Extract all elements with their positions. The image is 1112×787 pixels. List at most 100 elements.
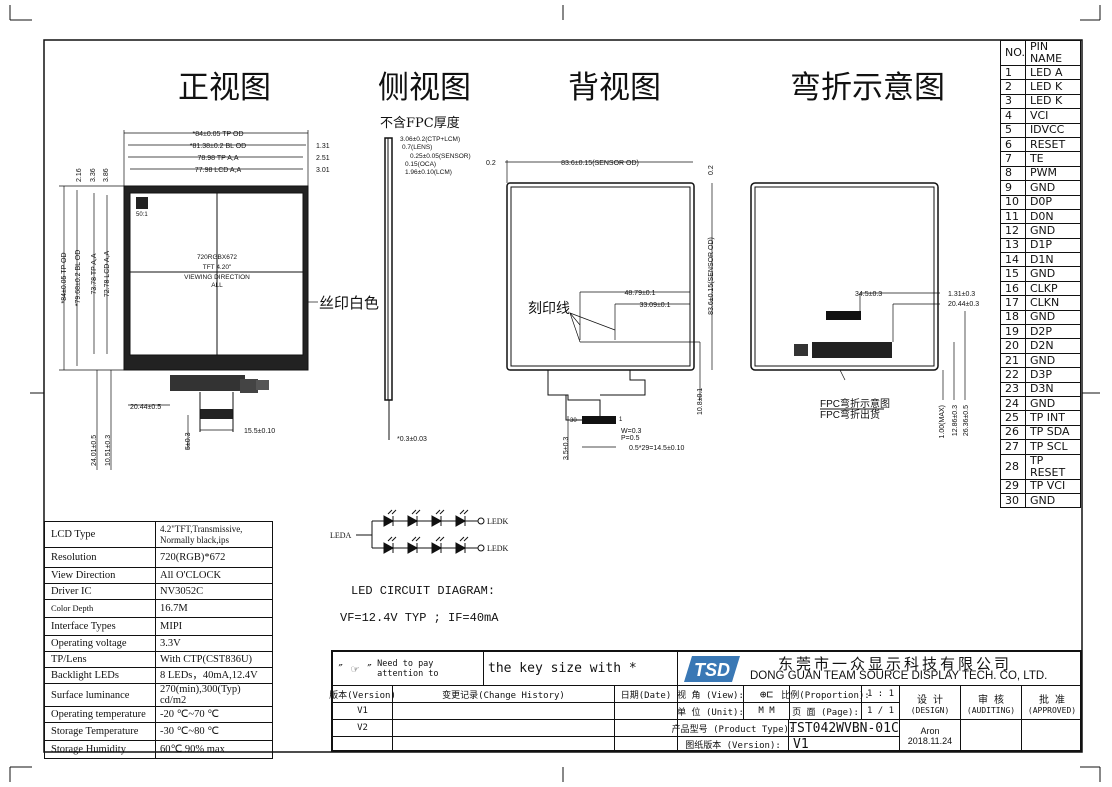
company-header: TSD 东莞市一众显示科技有限公司 DONG GUAN TEAM SOURCE …	[678, 652, 1082, 686]
unit-value: M M	[744, 703, 790, 720]
pin-name: GND	[1024, 266, 1082, 282]
company-logo: TSD	[684, 656, 740, 682]
hand-pointer-icon: ″ ☞ ″	[337, 661, 374, 676]
svg-text:72.78 LCD A,A: 72.78 LCD A,A	[104, 251, 111, 298]
spec-label: Backlight LEDs	[44, 667, 156, 684]
pin-name: D0P	[1024, 194, 1082, 210]
svg-text:0.7(LENS): 0.7(LENS)	[402, 144, 432, 151]
svg-text:*84±0.05 TP OD: *84±0.05 TP OD	[192, 131, 243, 138]
led-diode-icon	[431, 509, 445, 527]
pin-number: 23	[1000, 381, 1026, 397]
svg-text:1.31±0.3: 1.31±0.3	[948, 291, 975, 298]
svg-text:VIEWING DIRECTION: VIEWING DIRECTION	[184, 274, 250, 281]
spec-value: NV3052C	[155, 583, 273, 600]
title-block: ″ ☞ ″ Need to pay attention to the key s…	[329, 650, 1082, 752]
svg-text:FPC弯折出货: FPC弯折出货	[820, 408, 880, 421]
pin-name: TP RESET	[1024, 453, 1082, 480]
date-header: 日期(Date)	[615, 686, 678, 703]
pin-name: GND	[1024, 395, 1082, 412]
company-name-cn: 东莞市一众显示科技有限公司	[778, 655, 1013, 673]
pin-number: 4	[1000, 108, 1026, 124]
pin-name: TP SCL	[1024, 439, 1082, 455]
svg-text:10.8±0.1: 10.8±0.1	[697, 388, 704, 415]
spec-value: -30 ℃~80 ℃	[155, 722, 273, 741]
approved-signoff	[1022, 720, 1082, 752]
auditing-signoff	[961, 720, 1022, 752]
svg-text:0.5*29=14.5±0.10: 0.5*29=14.5±0.10	[629, 445, 685, 452]
spec-label: TP/Lens	[44, 651, 156, 668]
led-diode-icon	[383, 509, 397, 527]
pin-number: 29	[1000, 478, 1026, 494]
pin-number: 25	[1000, 410, 1026, 426]
pin-name: D2N	[1024, 338, 1082, 354]
pin-name: GND	[1024, 180, 1082, 196]
pin-name: VCI	[1024, 108, 1082, 124]
drawing-version-value: V1	[789, 737, 900, 752]
spec-row: Storage Temperature-30 ℃~80 ℃	[44, 722, 273, 741]
change-empty	[393, 737, 615, 752]
page-label: 页 面 (Page):	[790, 703, 862, 720]
svg-text:3.01: 3.01	[316, 167, 330, 174]
change-v1	[393, 703, 615, 720]
svg-text:20.44±0.3: 20.44±0.3	[948, 301, 979, 308]
date-v1	[615, 703, 678, 720]
pin-number: 3	[1000, 93, 1026, 110]
pin-number: 1	[1000, 64, 1026, 81]
spec-label: Storage Humidity	[44, 740, 156, 759]
drawing-border	[43, 39, 1083, 753]
svg-text:3.36: 3.36	[90, 168, 97, 182]
version-header: 版本(Version)	[329, 686, 396, 703]
svg-text:ALL: ALL	[211, 282, 223, 289]
svg-text:VF=12.4V TYP ; IF=40mA: VF=12.4V TYP ; IF=40mA	[340, 611, 499, 625]
page-value: 1 / 1	[862, 703, 900, 720]
pin-name: D1N	[1024, 252, 1082, 268]
svg-text:34.5±0.3: 34.5±0.3	[855, 291, 882, 298]
pin-name: TE	[1024, 151, 1082, 167]
pin-number: 10	[1000, 194, 1026, 210]
svg-text:3.06±0.2(CTP+LCM): 3.06±0.2(CTP+LCM)	[400, 136, 460, 143]
pin-no-header: NO.	[1000, 40, 1026, 66]
spec-value: 720(RGB)*672	[155, 547, 273, 568]
svg-text:77.98 LCD A,A: 77.98 LCD A,A	[195, 167, 242, 174]
svg-text:0.2: 0.2	[486, 160, 496, 167]
pin-number: 11	[1000, 208, 1026, 225]
view-label: 视 角 (View):	[677, 686, 744, 703]
svg-text:P=0.5: P=0.5	[621, 435, 640, 442]
svg-text:*0.3±0.03: *0.3±0.03	[397, 436, 427, 443]
spec-value: MIPI	[155, 617, 273, 636]
led-diode-icon	[407, 536, 421, 554]
product-type-label: 产品型号 (Product Type):	[672, 720, 794, 737]
pin-name: GND	[1024, 223, 1082, 239]
led-diode-icon	[383, 536, 397, 554]
svg-text:2.51: 2.51	[316, 155, 330, 162]
svg-text:12.86±0.3: 12.86±0.3	[952, 405, 959, 436]
led-diode-icon	[431, 536, 445, 554]
spec-label: View Direction	[44, 567, 156, 584]
svg-text:W=0.3: W=0.3	[621, 428, 642, 435]
svg-text:48.79±0.1: 48.79±0.1	[624, 290, 655, 297]
pin-name: LED A	[1024, 64, 1082, 81]
svg-text:TSD: TSD	[694, 660, 730, 680]
pin-name: GND	[1024, 352, 1082, 369]
pin-name: GND	[1024, 309, 1082, 326]
change-v2	[393, 720, 615, 737]
led-diode-icon	[455, 509, 469, 527]
